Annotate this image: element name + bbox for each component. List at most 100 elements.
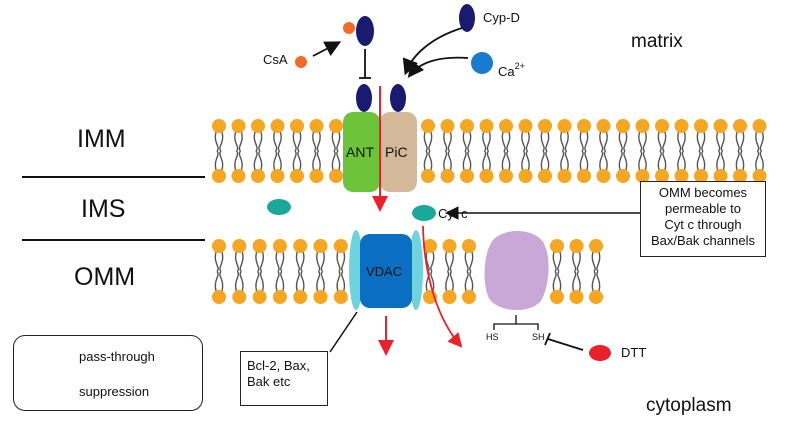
omm-tail [340, 271, 346, 292]
imm-tail [253, 150, 258, 171]
pic-protein [380, 112, 417, 192]
ca-charge: 2+ [514, 61, 525, 71]
omm-tail [340, 251, 346, 272]
omm-tail [239, 251, 244, 272]
imm-lipid-head [518, 119, 533, 133]
cypd-label: Cyp-D [483, 10, 520, 25]
imm-lipid-head [329, 119, 343, 133]
omm-tail [464, 271, 469, 292]
imm-tail [623, 131, 628, 152]
omm-tail [280, 271, 285, 292]
omm-tail [239, 271, 244, 292]
omm-lipid-head [313, 239, 328, 253]
vdac-protein [360, 234, 412, 308]
bcl-note-line-2: Bak etc [247, 374, 291, 389]
imm-tail [657, 131, 662, 152]
dtt-suppression-line [547, 338, 584, 351]
imm-tail [720, 150, 725, 171]
imm-lipid-head [733, 119, 747, 133]
ca-symbol: Ca [498, 64, 515, 79]
imm-tail [253, 131, 258, 152]
imm-tail [428, 150, 433, 171]
omm-tail [320, 251, 325, 272]
omm-lipid-head [272, 239, 287, 253]
cypd-csa-complex [356, 16, 374, 46]
imm-lipid-head [421, 119, 435, 133]
omm-lipid-head [550, 239, 564, 253]
imm-tail [312, 131, 317, 152]
imm-lipid-head [577, 169, 591, 183]
bcl-note: Bcl-2, Bax, Bak etc [240, 351, 328, 406]
imm-lipid-head [752, 169, 767, 183]
omm-lipid-head [550, 290, 564, 304]
imm-lipid-head [251, 119, 265, 133]
imm-tail [336, 131, 341, 152]
imm-tail [618, 131, 623, 152]
imm-tail [759, 150, 764, 171]
imm-tail [258, 150, 263, 171]
legend-pass-label: pass-through [79, 349, 155, 364]
omm-tail [259, 251, 264, 272]
cytc-ims-right [412, 205, 436, 221]
omm-tail [557, 271, 562, 292]
imm-tail [506, 131, 511, 152]
imm-lipid-head [440, 119, 455, 133]
imm-tail [545, 131, 550, 152]
imm-tail [701, 131, 706, 152]
imm-tail [755, 150, 760, 171]
imm-lipid-head [270, 119, 285, 133]
omm-tail [300, 251, 305, 272]
bax-exit-arrow [422, 225, 463, 348]
imm-lipid-head [212, 119, 226, 133]
omm-tail [425, 251, 430, 272]
imm-tail [564, 131, 569, 152]
omm-tail [449, 271, 454, 292]
imm-lipid-head [231, 169, 246, 183]
matrix-label: matrix [631, 31, 683, 52]
imm-tail [642, 131, 647, 152]
imm-tail [462, 150, 467, 171]
imm-tail [423, 131, 428, 152]
imm-tail [720, 131, 725, 152]
imm-lipid-head [635, 169, 650, 183]
omm-lipid-head [232, 290, 247, 304]
imm-lipid-head [460, 119, 474, 133]
imm-tail [273, 131, 278, 152]
imm-tail [642, 150, 647, 171]
bcl-note-line-1: Bcl-2, Bax, [247, 358, 310, 373]
omm-tail [336, 271, 341, 292]
imm-lipid-head [674, 169, 689, 183]
imm-tail [277, 131, 282, 152]
imm-tail [599, 131, 604, 152]
imm-lipid-head [713, 169, 728, 183]
omm-tail [430, 271, 435, 292]
omm-tail [469, 271, 474, 292]
imm-tail [579, 150, 584, 171]
imm-tail [662, 131, 667, 152]
imm-lipid-head [655, 119, 669, 133]
imm-lipid-head [577, 119, 591, 133]
omm-tail [469, 251, 474, 272]
cytc-label: Cyt c [438, 206, 468, 221]
omm-label: OMM [74, 263, 136, 291]
imm-tail [273, 150, 278, 171]
omm-lipid-head [442, 290, 457, 304]
omm-tail [596, 271, 601, 292]
imm-tail [277, 150, 282, 171]
imm-tail [584, 131, 589, 152]
omm-tail [316, 271, 321, 292]
imm-tail [521, 131, 526, 152]
imm-lipid-head [231, 119, 246, 133]
omm-tail [336, 251, 341, 272]
imm-tail [501, 150, 506, 171]
ca-binding-arrow [407, 56, 469, 78]
imm-tail [297, 150, 302, 171]
imm-tail [716, 150, 721, 171]
legend-suppression-label: suppression [79, 384, 150, 399]
csa-binding-arrow [312, 41, 342, 57]
imm-tail [603, 150, 608, 171]
imm-tail [560, 150, 565, 171]
omm-tail [430, 251, 435, 272]
